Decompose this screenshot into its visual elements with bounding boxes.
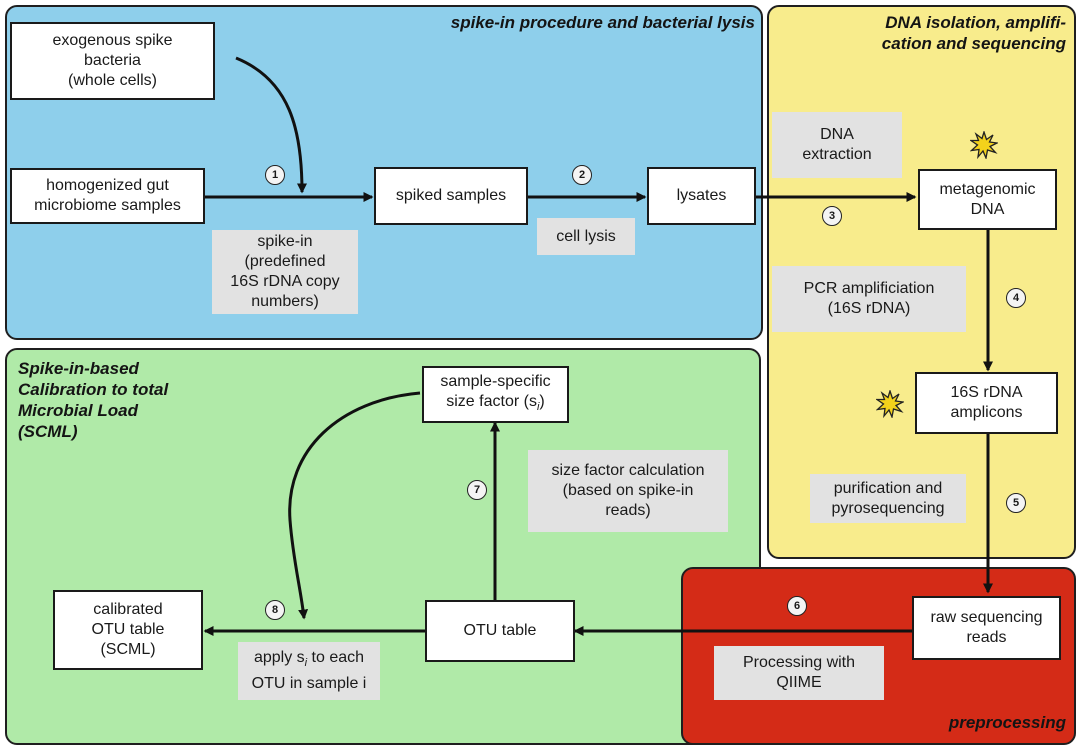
label-purification: purification and pyrosequencing (810, 474, 966, 523)
label-apply-size-factor: apply si to each OTU in sample i (238, 642, 380, 700)
label-cell-lysis: cell lysis (537, 218, 635, 255)
panel-title-spike-in: spike-in procedure and bacterial lysis (450, 13, 755, 32)
step-marker-7: 7 (467, 480, 487, 500)
arrow-sizefactor-to-apply (288, 391, 421, 620)
node-homogenized-gut-samples: homogenized gut microbiome samples (10, 168, 205, 224)
node-exogenous-spike-bacteria: exogenous spike bacteria (whole cells) (10, 22, 215, 100)
node-otu-table: OTU table (425, 600, 575, 662)
step-marker-8: 8 (265, 600, 285, 620)
panel-title-preprocessing: preprocessing (948, 713, 1066, 732)
step-marker-4: 4 (1006, 288, 1026, 308)
panel-title-dna-isolation: DNA isolation, amplifi- cation and seque… (881, 13, 1066, 53)
arrow-spike-bacteria-to-spiked (235, 56, 307, 194)
node-size-factor: sample-specific size factor (si) (422, 366, 569, 423)
node-metagenomic-dna: metagenomic DNA (918, 169, 1057, 230)
burst-icon (970, 131, 998, 159)
node-16s-amplicons: 16S rDNA amplicons (915, 372, 1058, 434)
label-size-factor-calculation: size factor calculation (based on spike-… (528, 450, 728, 532)
step-marker-6: 6 (787, 596, 807, 616)
node-lysates: lysates (647, 167, 756, 225)
apply-text-rest: to each OTU in sample i (251, 649, 367, 692)
step-marker-1: 1 (265, 165, 285, 185)
apply-text: apply s (253, 649, 305, 667)
size-factor-close: ) (539, 392, 545, 410)
apply-subscript: i (304, 657, 308, 670)
panel-scml (5, 348, 761, 745)
step-marker-3: 3 (822, 206, 842, 226)
node-spiked-samples: spiked samples (374, 167, 528, 225)
step-marker-2: 2 (572, 165, 592, 185)
label-dna-extraction: DNA extraction (772, 112, 902, 178)
label-qiime: Processing with QIIME (714, 646, 884, 700)
panel-title-scml: Spike-in-based Calibration to total Micr… (18, 359, 169, 441)
step-marker-5: 5 (1006, 493, 1026, 513)
node-raw-sequencing-reads: raw sequencing reads (912, 596, 1061, 660)
size-factor-text: sample-specific size factor (s (440, 372, 551, 410)
size-factor-subscript: i (536, 401, 540, 414)
node-calibrated-otu-table: calibrated OTU table (SCML) (53, 590, 203, 670)
label-pcr-amplification: PCR amplificiation (16S rDNA) (772, 266, 966, 332)
label-spike-in: spike-in (predefined 16S rDNA copy numbe… (212, 230, 358, 314)
burst-icon (876, 390, 904, 418)
